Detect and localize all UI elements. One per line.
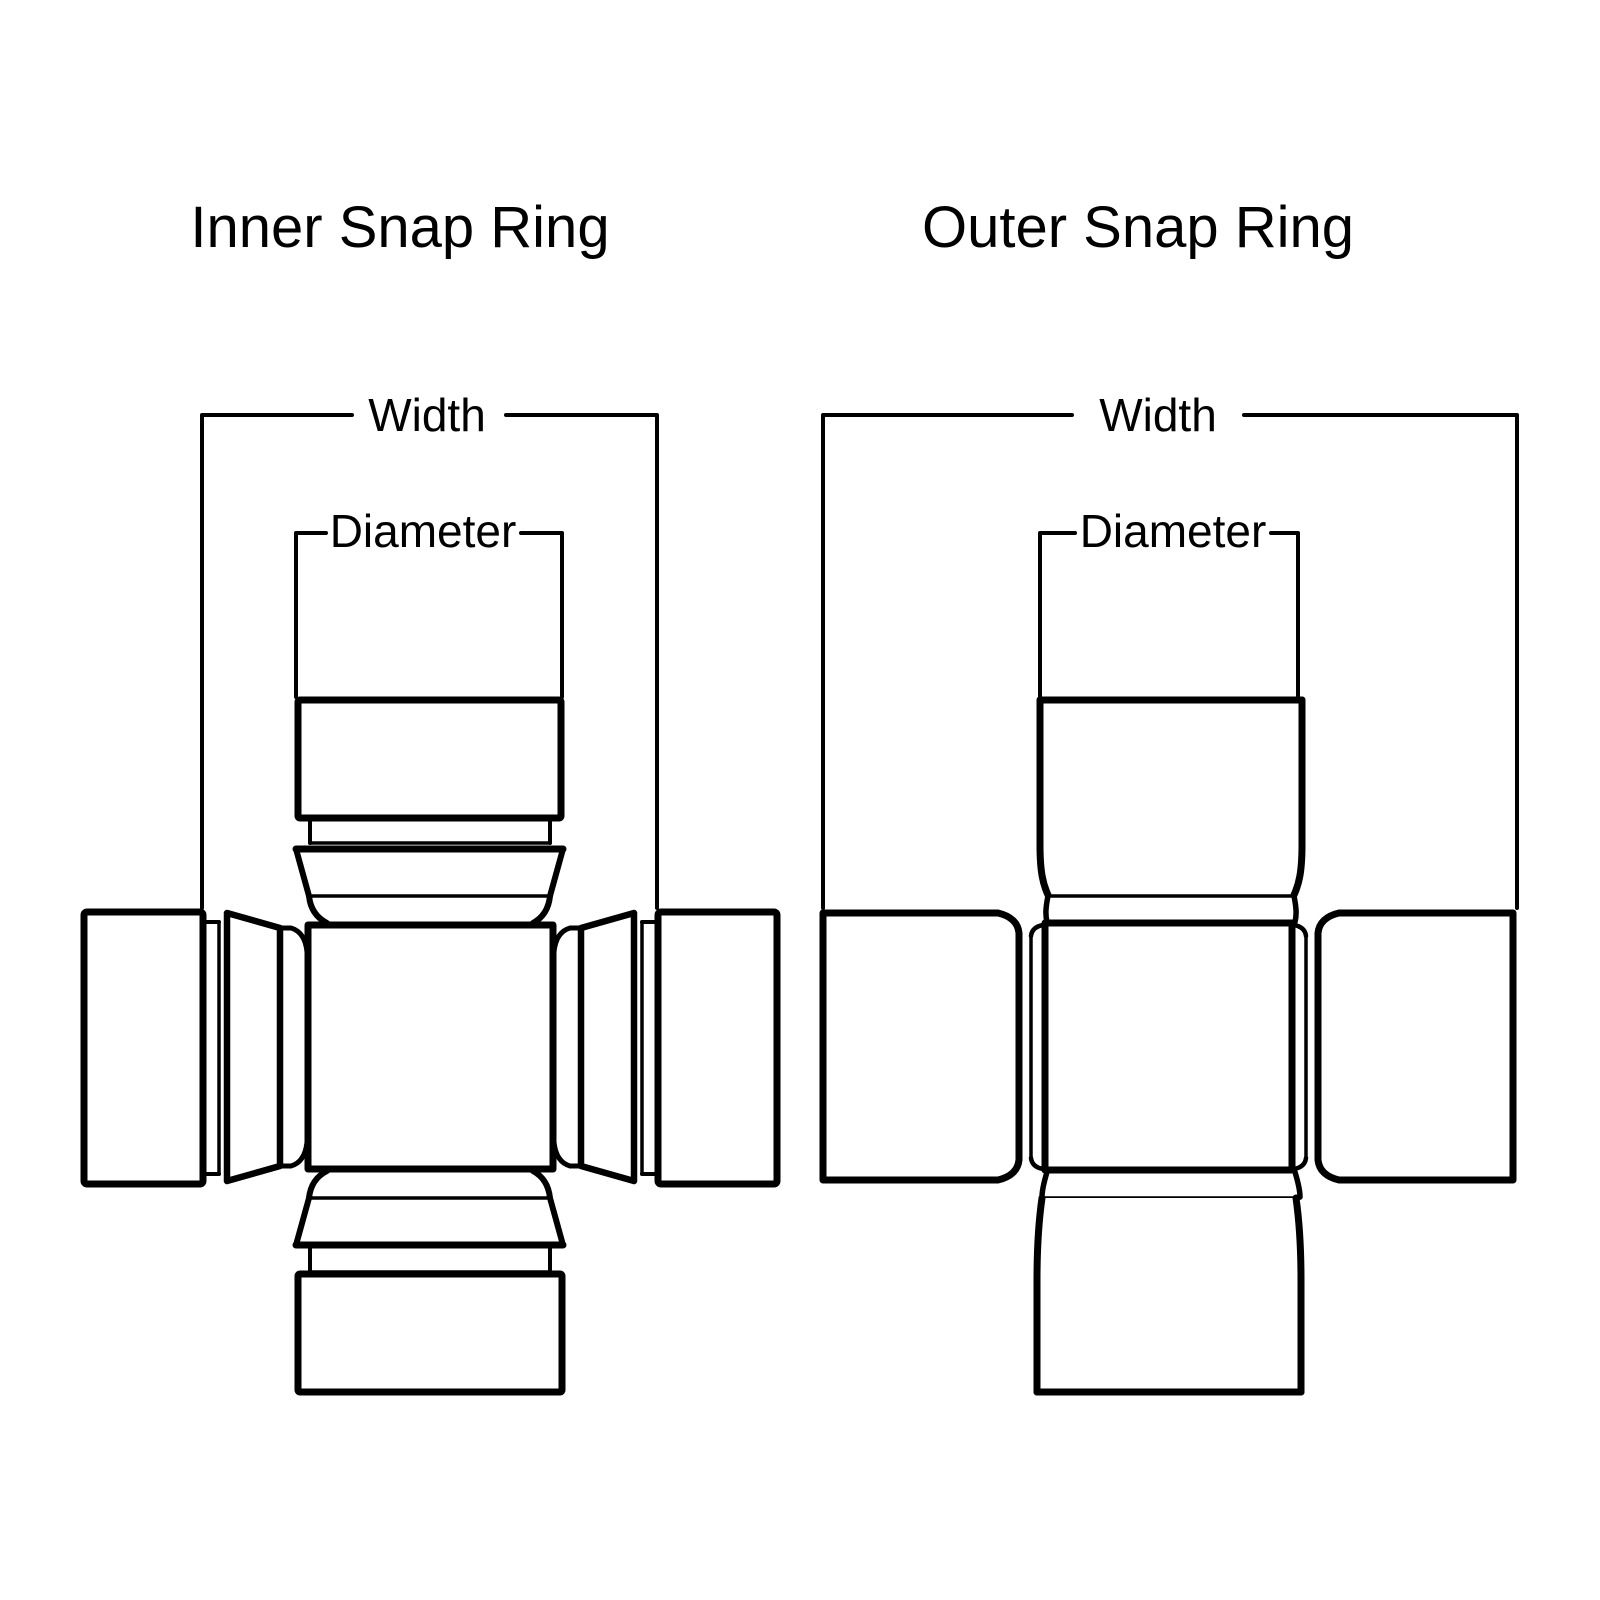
outer-left-bearing-cup	[819, 909, 1023, 1184]
outer-top-bearing-cap-fill	[1040, 700, 1302, 895]
outer-diagram-title: Outer Snap Ring	[922, 195, 1354, 260]
inner-left-bearing-cup	[80, 908, 207, 1188]
outer-right-seal-curves	[1291, 922, 1309, 1172]
outer-width-bracket-right	[1242, 413, 1519, 910]
outer-width-label: Width	[1099, 389, 1217, 441]
outer-diameter-bracket-left	[1038, 531, 1077, 699]
inner-left-band-sides	[201, 920, 221, 1176]
inner-bottom-seal-flare	[306, 1168, 553, 1201]
inner-right-seal-curve-bottom	[551, 1139, 582, 1169]
inner-left-seal-curve-bottom	[279, 1139, 310, 1169]
inner-width-bracket-left	[200, 413, 354, 910]
inner-top-bearing-cap	[294, 696, 565, 822]
outer-top-bearing-cap-sides	[1036, 696, 1306, 899]
inner-left-seal-curve-top	[279, 925, 310, 955]
inner-diameter-label: Diameter	[330, 505, 517, 557]
inner-top-seal-taper	[293, 846, 566, 899]
outer-diameter-bracket-right	[1269, 531, 1300, 699]
outer-diameter-label: Diameter	[1080, 505, 1267, 557]
inner-center-body	[304, 921, 557, 1173]
inner-right-bearing-cup	[654, 908, 781, 1188]
inner-top-snap-ring-band-sides	[308, 816, 552, 845]
outer-bottom-bearing-cap-fill	[1037, 1198, 1301, 1392]
inner-bottom-bearing-cap	[294, 1270, 566, 1396]
inner-width-bracket-right	[504, 413, 659, 910]
outer-left-seal-curves	[1028, 922, 1046, 1172]
outer-bottom-seal-sides	[1039, 1169, 1303, 1200]
outer-bottom-bearing-cap-sides	[1033, 1194, 1305, 1396]
outer-top-seal-sides	[1043, 893, 1299, 925]
outer-right-bearing-cup	[1314, 909, 1517, 1184]
inner-right-snap-ring	[577, 909, 638, 1185]
inner-width-label: Width	[368, 389, 486, 441]
inner-diameter-bracket-right	[519, 531, 564, 699]
outer-center-body	[1041, 919, 1296, 1174]
inner-bottom-snap-ring-band-sides	[308, 1245, 552, 1274]
inner-diagram-title: Inner Snap Ring	[190, 195, 609, 260]
inner-top-seal-flare	[306, 893, 553, 926]
inner-diameter-bracket-left	[294, 531, 328, 699]
outer-snap-ring-diagram: Outer Snap Ring Width Diameter	[819, 195, 1519, 1396]
inner-snap-ring-diagram: Inner Snap Ring Width Diameter	[80, 195, 781, 1396]
inner-right-band-sides	[640, 920, 660, 1176]
inner-right-seal-curve-top	[551, 925, 582, 955]
inner-left-snap-ring	[223, 909, 284, 1185]
outer-width-bracket-left	[821, 413, 1074, 910]
inner-bottom-seal-taper	[293, 1195, 566, 1248]
